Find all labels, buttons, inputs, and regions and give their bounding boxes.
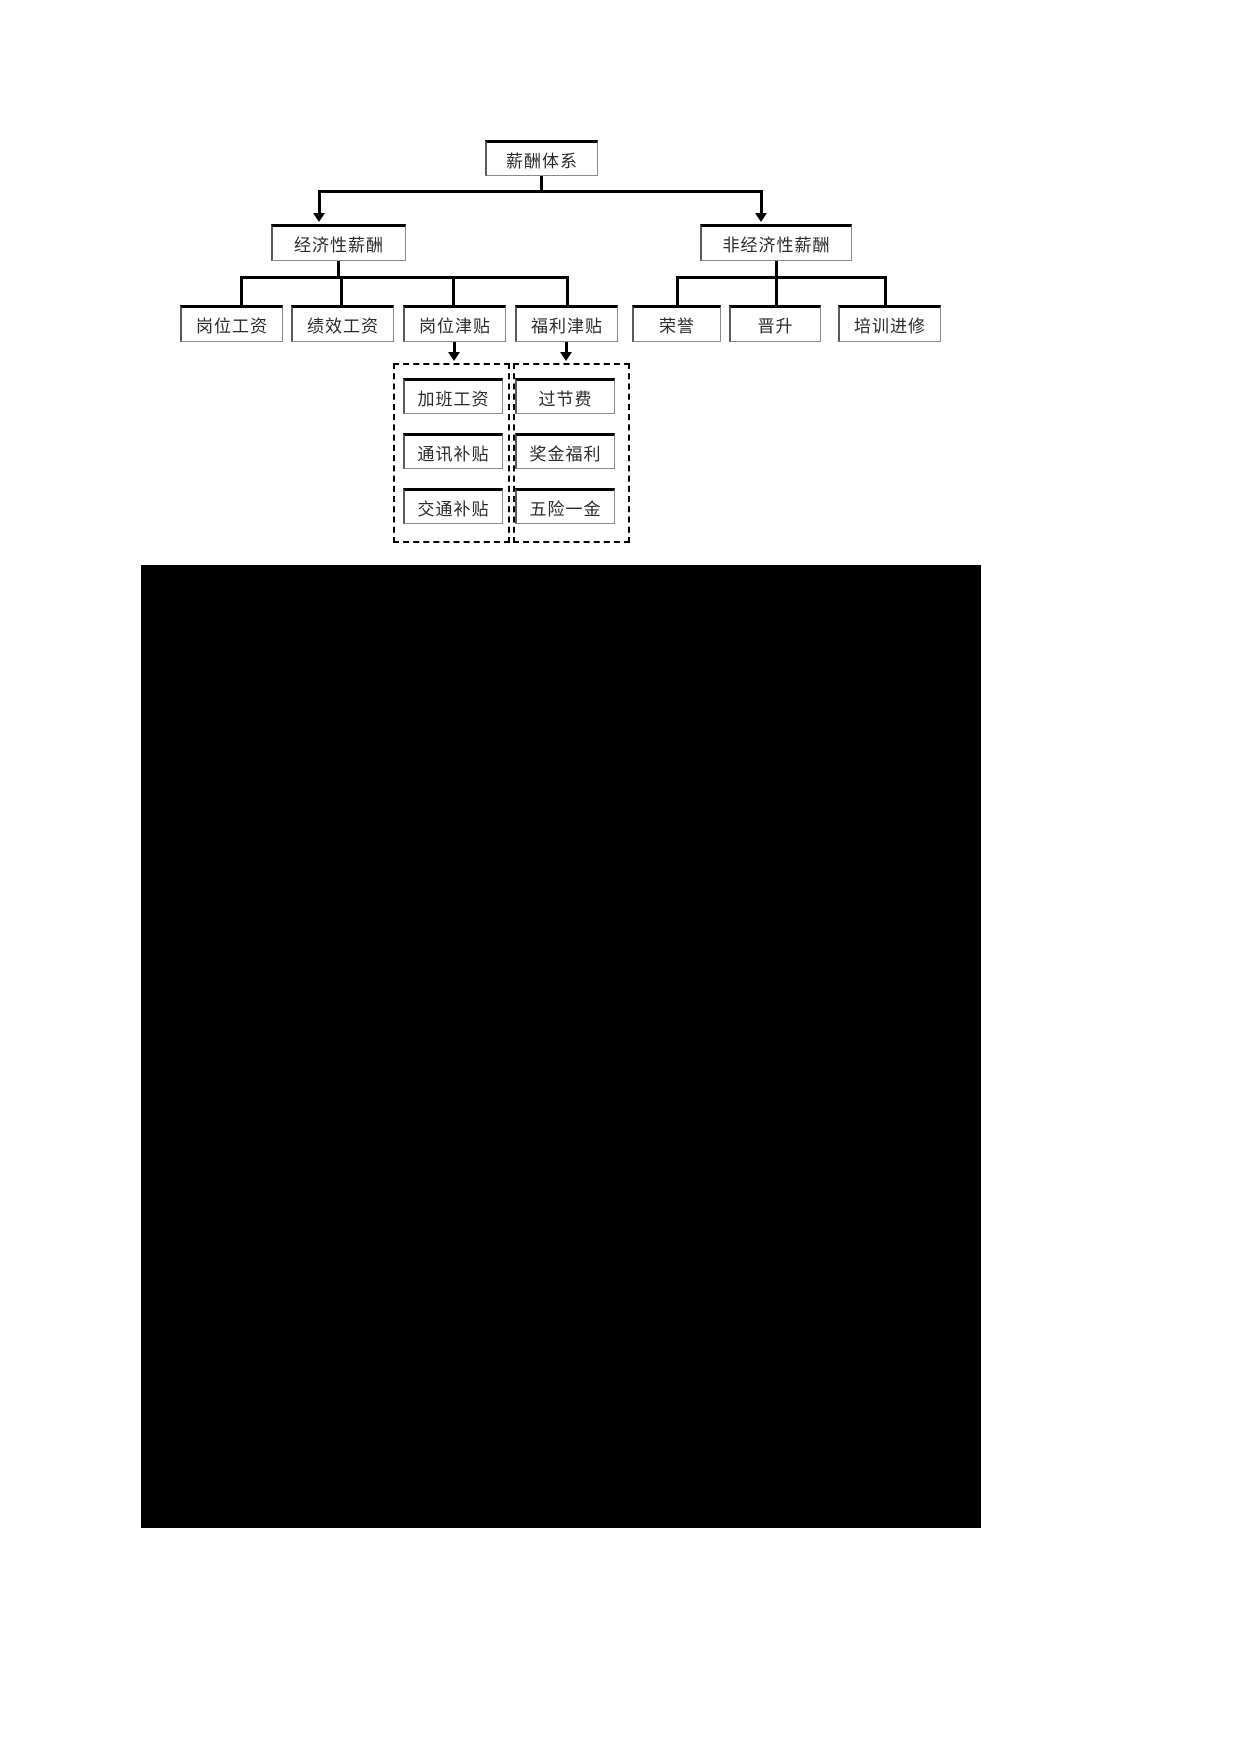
- connector-root-left-drop: [318, 190, 321, 217]
- node-overtime-pay[interactable]: 加班工资: [403, 378, 503, 414]
- connector-noneconomic-stub: [775, 261, 778, 278]
- connector-root-right-drop: [760, 190, 763, 217]
- arrowhead-to-welfare-group: [560, 352, 572, 361]
- group-welfare-allowance-items: [513, 363, 630, 543]
- node-label: 加班工资: [417, 389, 490, 409]
- node-label: 经济性薪酬: [294, 236, 384, 255]
- node-social-insurance-housing-fund[interactable]: 五险一金: [515, 488, 615, 524]
- node-bonus-benefit[interactable]: 奖金福利: [515, 433, 615, 469]
- node-label: 培训进修: [854, 317, 926, 336]
- arrowhead-to-allowance-group: [448, 352, 460, 361]
- node-label: 薪酬体系: [506, 151, 578, 171]
- node-training-development[interactable]: 培训进修: [838, 305, 941, 342]
- node-welfare-allowance[interactable]: 福利津贴: [515, 305, 618, 342]
- node-root-compensation-system[interactable]: 薪酬体系: [485, 140, 598, 176]
- black-content-region: [141, 565, 981, 1528]
- connector-root-stub: [540, 176, 543, 192]
- node-position-salary[interactable]: 岗位工资: [180, 305, 283, 342]
- node-label: 通讯补贴: [417, 444, 490, 464]
- connector-economic-stub: [337, 261, 340, 278]
- arrowhead-to-economic: [313, 213, 325, 222]
- node-communication-subsidy[interactable]: 通讯补贴: [403, 433, 503, 469]
- connector-welfare-stub: [565, 342, 568, 356]
- node-noneconomic-compensation[interactable]: 非经济性薪酬: [700, 224, 852, 261]
- connector-economic-drop-1: [240, 276, 243, 306]
- connector-economic-drop-2: [340, 276, 343, 306]
- node-economic-compensation[interactable]: 经济性薪酬: [271, 224, 406, 261]
- node-honor[interactable]: 荣誉: [632, 305, 721, 342]
- node-label: 岗位津贴: [419, 317, 491, 336]
- node-holiday-allowance[interactable]: 过节费: [515, 378, 615, 414]
- node-transport-subsidy[interactable]: 交通补贴: [403, 488, 503, 524]
- node-label: 非经济性薪酬: [722, 236, 831, 255]
- connector-economic-bus: [240, 276, 569, 279]
- node-label: 福利津贴: [531, 317, 603, 336]
- connector-noneconomic-drop-2: [775, 276, 778, 306]
- node-label: 交通补贴: [417, 499, 490, 519]
- node-position-allowance[interactable]: 岗位津贴: [403, 305, 506, 342]
- node-label: 过节费: [538, 389, 593, 409]
- connector-noneconomic-bus: [676, 276, 887, 279]
- connector-economic-drop-3: [452, 276, 455, 306]
- node-label: 荣誉: [659, 317, 695, 336]
- connector-allowance-stub: [453, 342, 456, 356]
- node-label: 绩效工资: [307, 317, 379, 336]
- node-promotion[interactable]: 晋升: [729, 305, 821, 342]
- node-label: 岗位工资: [196, 317, 268, 336]
- group-position-allowance-items: [393, 363, 510, 543]
- node-label: 奖金福利: [529, 444, 602, 464]
- connector-noneconomic-drop-3: [884, 276, 887, 306]
- connector-root-bus: [318, 190, 763, 193]
- arrowhead-to-noneconomic: [755, 213, 767, 222]
- node-performance-salary[interactable]: 绩效工资: [291, 305, 394, 342]
- node-label: 晋升: [757, 317, 794, 336]
- connector-noneconomic-drop-1: [676, 276, 679, 306]
- node-label: 五险一金: [529, 499, 602, 519]
- connector-economic-drop-4: [566, 276, 569, 306]
